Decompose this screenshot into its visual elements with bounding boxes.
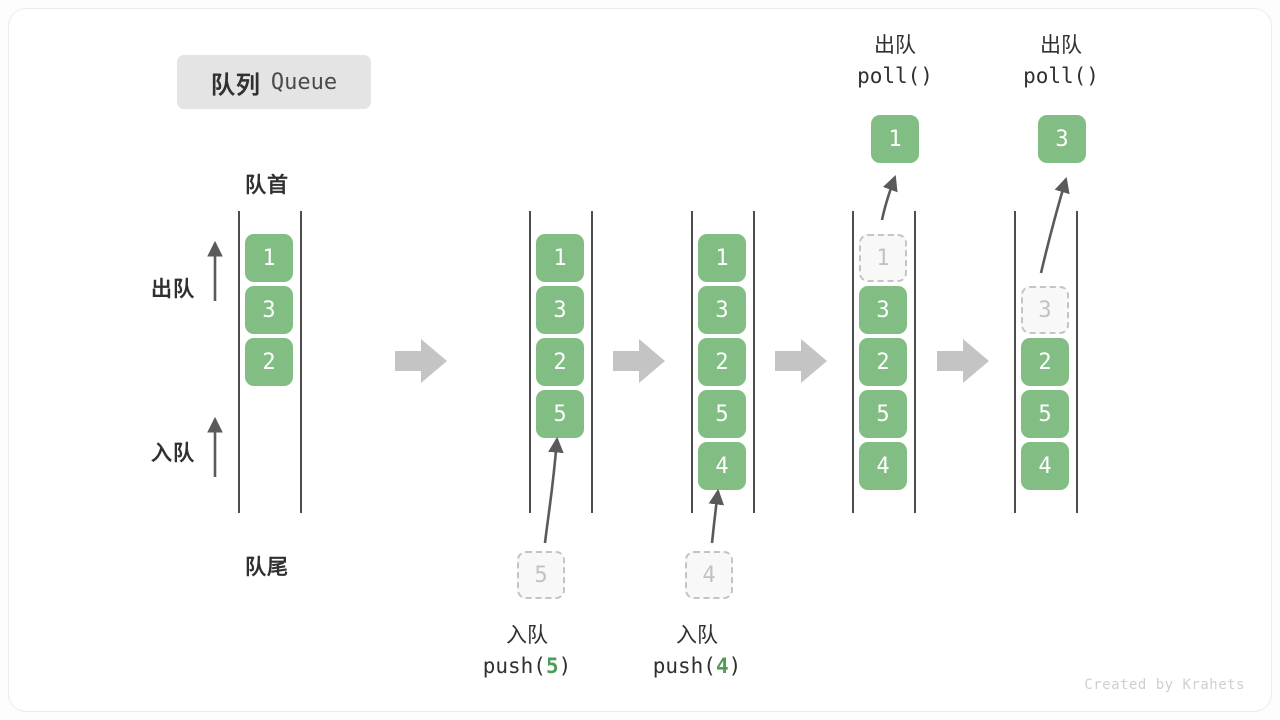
push5-flow-arrow [543, 436, 564, 544]
push5-label-code: push(5) [437, 651, 617, 681]
step-arrow-4 [937, 339, 989, 383]
queue-rail-right-p1 [300, 211, 302, 513]
watermark-credit: Created by Krahets [1084, 677, 1245, 693]
queue-cell: 4 [859, 442, 907, 490]
queue-rail-left-p3 [691, 211, 693, 513]
queue-cell: 2 [245, 338, 293, 386]
queue-cell: 4 [698, 442, 746, 490]
step-arrow-3 [775, 339, 827, 383]
pending-push-cell: 4 [685, 551, 733, 599]
queue-rail-left-p1 [238, 211, 240, 513]
queue-cell: 3 [859, 286, 907, 334]
poll1-label-cn: 出队 [874, 34, 916, 57]
poll2-flow-arrow [1039, 177, 1070, 274]
queue-cell: 2 [698, 338, 746, 386]
push5-label-cn: 入队 [506, 624, 548, 647]
arrows-overlay [207, 175, 1070, 544]
queue-cell: 3 [698, 286, 746, 334]
queue-head-label: 队首 [245, 174, 289, 197]
queue-cell: 3 [245, 286, 293, 334]
dequeue-direction-label: 出队 [151, 278, 195, 301]
queue-cell: 4 [1021, 442, 1069, 490]
queue-cell: 5 [1021, 390, 1069, 438]
step-arrow-1 [395, 339, 447, 383]
step-arrow-2 [613, 339, 665, 383]
queue-cell: 2 [1021, 338, 1069, 386]
enqueue-direction-label: 入队 [151, 442, 195, 465]
poll2-operation-label: 出队 poll() [981, 31, 1141, 92]
queue-rail-right-p2 [591, 211, 593, 513]
title-chinese: 队列 [210, 71, 261, 99]
poll1-label-code: poll() [857, 64, 933, 89]
title-english: Queue [270, 69, 338, 95]
queue-cell: 1 [536, 234, 584, 282]
push5-code-suffix: ) [558, 654, 572, 679]
queue-rail-right-p4 [914, 211, 916, 513]
polled-ghost-cell: 3 [1021, 286, 1069, 334]
push5-operation-label: 入队 push(5) [437, 621, 617, 682]
queue-cell: 5 [536, 390, 584, 438]
diagram-title-badge: 队列 Queue [177, 55, 371, 109]
poll1-flow-arrow [880, 175, 898, 221]
push4-flow-arrow [708, 488, 725, 544]
push4-code-suffix: ) [728, 654, 742, 679]
polled-result-cell: 3 [1038, 115, 1086, 163]
poll2-label-cn: 出队 [1040, 34, 1082, 57]
push4-label-code: push(4) [607, 651, 787, 681]
pending-push-cell: 5 [517, 551, 565, 599]
queue-cell: 1 [245, 234, 293, 282]
push4-operation-label: 入队 push(4) [607, 621, 787, 682]
push4-code-number: 4 [715, 654, 729, 679]
polled-result-cell: 1 [871, 115, 919, 163]
queue-cell: 5 [859, 390, 907, 438]
queue-cell: 2 [536, 338, 584, 386]
queue-cell: 1 [698, 234, 746, 282]
diagram-card: 队列 Queue 队首 队尾 出队 入队 1 3 2 1 3 2 5 5 入队 … [8, 8, 1272, 712]
queue-cell: 5 [698, 390, 746, 438]
polled-ghost-cell: 1 [859, 234, 907, 282]
queue-rail-right-p3 [753, 211, 755, 513]
queue-rail-left-p2 [529, 211, 531, 513]
poll2-label-code: poll() [1023, 64, 1099, 89]
push4-code-prefix: push( [652, 654, 716, 679]
queue-rail-left-p5 [1014, 211, 1016, 513]
queue-rail-right-p5 [1076, 211, 1078, 513]
queue-cell: 3 [536, 286, 584, 334]
queue-rail-left-p4 [852, 211, 854, 513]
push5-code-prefix: push( [482, 654, 546, 679]
push4-label-cn: 入队 [676, 624, 718, 647]
push5-code-number: 5 [545, 654, 559, 679]
queue-tail-label: 队尾 [245, 556, 289, 579]
queue-cell: 2 [859, 338, 907, 386]
poll1-operation-label: 出队 poll() [815, 31, 975, 92]
